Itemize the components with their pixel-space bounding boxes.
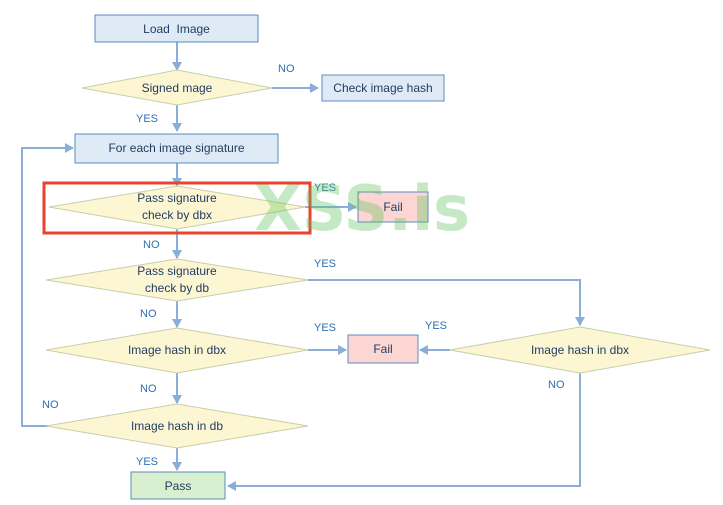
hashdbx-right-no-label: NO (548, 379, 565, 391)
dbx-no-label: NO (143, 239, 160, 251)
hashdbx-left-no-label: NO (140, 383, 157, 395)
hashdb-no-label: NO (42, 399, 59, 411)
check-image-hash-label: Check image hash (333, 81, 432, 95)
for-each-signature-label: For each image signature (108, 141, 244, 155)
image-hash-dbx-left-label: Image hash in dbx (128, 343, 226, 357)
pass-sig-db-label-line2: check by db (145, 281, 209, 295)
signed-yes-label: YES (136, 113, 158, 125)
hashdbx-left-yes-label: YES (314, 322, 336, 334)
signed-no-label: NO (278, 63, 295, 75)
hashdb-yes-label: YES (136, 456, 158, 468)
edge-right-hash-no-to-pass (227, 373, 581, 491)
check-image-hash-box (321, 74, 445, 102)
image-hash-dbx-right-label: Image hash in dbx (531, 343, 629, 357)
pass-sig-db-label-line1: Pass signature (137, 264, 217, 278)
pass-sig-dbx-diamond (48, 185, 306, 230)
fail-top-box (357, 191, 429, 223)
watermark-text: XSS.is (254, 172, 470, 245)
hashdbx-right-yes-label: YES (425, 320, 447, 332)
db-yes-label: YES (314, 258, 336, 270)
for-each-signature-box (74, 133, 279, 164)
signed-image-label: Signed mage (142, 81, 213, 95)
image-hash-dbx-left-diamond (45, 327, 309, 374)
load-image-box (94, 14, 259, 43)
fail-mid-label: Fail (373, 342, 392, 356)
image-hash-db-label: Image hash in db (131, 419, 223, 433)
signed-image-diamond (81, 69, 273, 106)
pass-sig-dbx-label-line1: Pass signature (137, 191, 217, 205)
fail-mid-box (347, 334, 419, 364)
image-hash-db-diamond (45, 403, 309, 449)
highlight-frame (42, 181, 312, 235)
dbx-yes-label: YES (314, 182, 336, 194)
pass-box (130, 471, 226, 500)
pass-sig-db-diamond (45, 258, 309, 302)
db-no-label: NO (140, 308, 157, 320)
pass-label: Pass (165, 479, 192, 493)
fail-top-label: Fail (383, 200, 402, 214)
image-hash-dbx-right-diamond (449, 326, 711, 374)
pass-sig-dbx-label-line2: check by dbx (142, 208, 212, 222)
load-image-label: Load Image (143, 22, 210, 36)
edge-db-hash-no-loop (21, 143, 74, 427)
edge-db-yes-to-right-hash (308, 279, 585, 326)
